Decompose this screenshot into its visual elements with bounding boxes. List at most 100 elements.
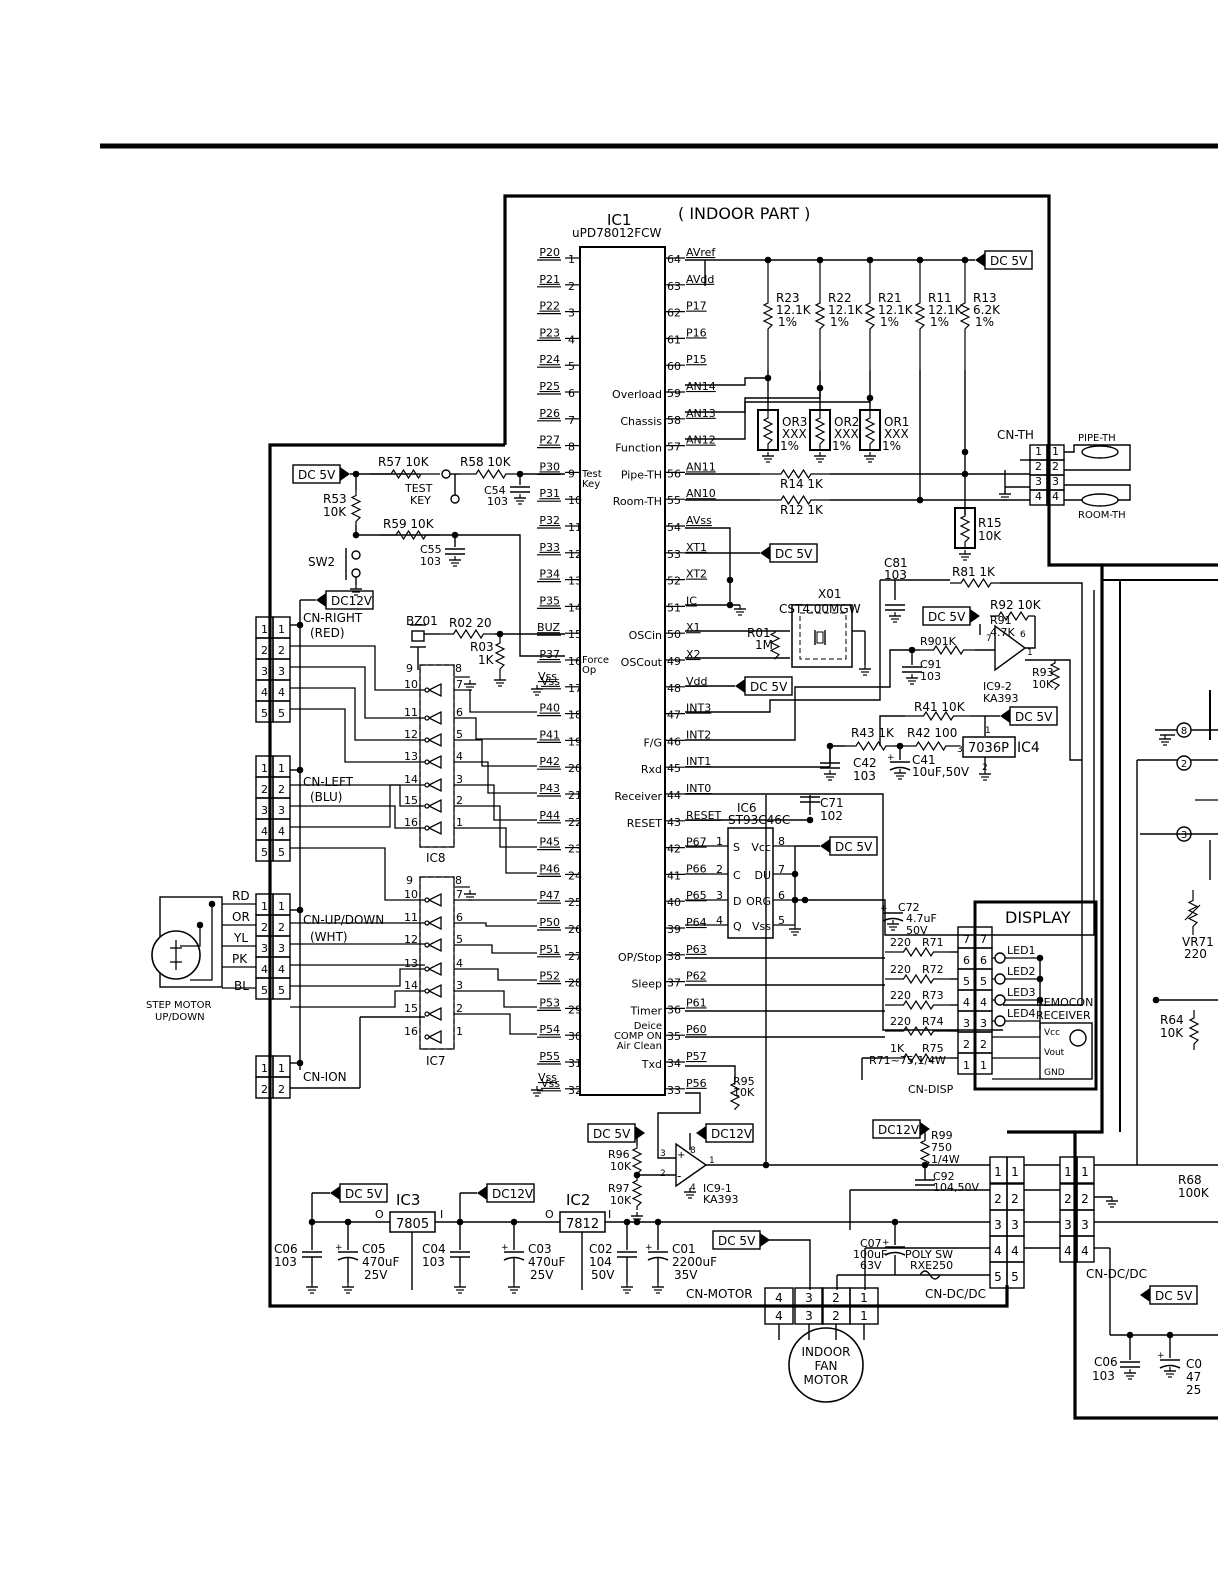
cn-left-pin-label: 3 <box>261 804 268 817</box>
r43 <box>845 740 895 752</box>
dc5v-tag-ic92: DC 5V <box>928 610 966 624</box>
cn-left-pin-label: 3 <box>278 804 285 817</box>
wire <box>290 990 425 1008</box>
ic4-part: 7036P <box>968 741 1009 756</box>
ic9-1-ref: IC9-1 <box>703 1182 732 1195</box>
dc5v-tag-ic3 <box>339 1183 388 1203</box>
ic1-pin-label: P52 <box>539 970 560 983</box>
pipe-thermistor <box>1081 445 1119 459</box>
cn-th-label: CN-TH <box>997 428 1034 442</box>
junction-dot <box>791 870 799 878</box>
ic1-pin-label: P62 <box>686 970 707 983</box>
ic3-part: 7805 <box>396 1217 429 1232</box>
cn-dcdc-pin: 2 <box>1011 1192 1019 1206</box>
wire <box>290 666 425 719</box>
r91-ref: R91 <box>990 614 1012 627</box>
ic1-pin-number: 24 <box>568 869 582 882</box>
ic7-out-pin: 10 <box>404 888 418 901</box>
ic1-pin-label: AVref <box>686 246 716 259</box>
ic1-deice: Deice <box>634 1021 662 1032</box>
cn-ion-pin-label: 2 <box>261 1083 268 1096</box>
cn-left-pin-label: 4 <box>278 825 285 838</box>
ic1-pin-number: 10 <box>568 494 582 507</box>
c41-ref: C41 <box>912 753 936 767</box>
ic1-pin-number: 11 <box>568 521 582 534</box>
rp-c06-value: 103 <box>1092 1369 1115 1383</box>
ic7-out-pin: 15 <box>404 1002 418 1015</box>
cn-motor-pin: 4 <box>775 1291 783 1305</box>
dc5v-tag-ic3: DC 5V <box>345 1187 383 1201</box>
ic1-pin-number: 2 <box>568 280 575 293</box>
ic4-body <box>962 736 1016 758</box>
ic1-pin-number: 57 <box>667 441 681 454</box>
rp-cn-pin: 4 <box>1081 1244 1089 1258</box>
ic1-pin-number: 5 <box>568 360 575 373</box>
ic8-pin: 9 <box>406 662 413 675</box>
ic1-pin-number: 40 <box>667 896 681 909</box>
r95 <box>729 1080 741 1110</box>
wire <box>685 793 1003 1031</box>
resistor-tolerance: 1% <box>778 315 797 329</box>
capacitor-ref: C02 <box>589 1242 613 1256</box>
cn-right-pin-label: 5 <box>261 707 268 720</box>
wire <box>454 968 537 981</box>
ic1-pin-number: 54 <box>667 521 681 534</box>
c92-ref: C92 <box>933 1170 955 1183</box>
junction-dot <box>916 496 924 504</box>
x01-crystal <box>816 631 824 644</box>
ic7-out-pin: 11 <box>404 911 418 924</box>
wire <box>290 805 425 829</box>
r93-value: 10K <box>1032 678 1054 691</box>
dc5v-tag-xt1: DC 5V <box>775 547 813 561</box>
ic1-pin-label: P60 <box>686 1023 707 1036</box>
wire <box>1000 582 1083 1006</box>
c72-ref: C72 <box>898 901 920 914</box>
ic1-test-key: Test <box>581 469 602 480</box>
resistor-value: 6.2K <box>973 303 1001 317</box>
dc5v-tag-vdd <box>744 676 793 696</box>
cn-th-pin-label: 3 <box>1035 475 1042 488</box>
cn-right-color: (RED) <box>310 626 345 640</box>
x01-inner <box>799 612 847 660</box>
ic1-pin-label: P51 <box>539 943 560 956</box>
display-resistor-ref: R75 <box>922 1042 944 1055</box>
cn-updown-box <box>272 977 291 1000</box>
remocon-label: RECEIVER <box>1036 1009 1091 1022</box>
dc12v-tag-ic91: DC12V <box>711 1127 753 1141</box>
cn-motor-pin: 2 <box>832 1309 840 1323</box>
cn-right-pin-label: 2 <box>261 644 268 657</box>
rp-dc5v-tag: DC 5V <box>1155 1289 1193 1303</box>
resistor-ref: R23 <box>776 291 800 305</box>
r99-rating: 1/4W <box>931 1153 960 1166</box>
ic1-pin-function: RESET <box>627 817 663 830</box>
cn-right-pin-label: 3 <box>261 665 268 678</box>
junction-dot <box>633 1218 641 1226</box>
ic1-pin-label: P16 <box>686 326 707 339</box>
rp-circled-8 <box>1176 722 1192 738</box>
ic6-pin-num: 4 <box>716 914 723 927</box>
cn-left-pin-label: 1 <box>278 762 285 775</box>
wire <box>454 784 537 821</box>
inverter-buffer <box>427 892 442 908</box>
r53-ref: R53 <box>323 492 347 506</box>
sw2-contact <box>351 550 361 560</box>
junction-dot <box>801 896 809 904</box>
supply-arrow <box>760 546 770 560</box>
ic8-out-pin: 16 <box>404 816 418 829</box>
c07-ref: C07 <box>860 1237 882 1250</box>
polarity-plus: + <box>880 904 888 914</box>
supply-arrow <box>340 467 350 481</box>
cn-updown-pin-label: 5 <box>261 984 268 997</box>
ic1-pin-function: Function <box>615 442 662 455</box>
ic1-pin-number: 19 <box>568 735 582 748</box>
junction-dot <box>726 576 734 584</box>
cn-disp-pin-label: 3 <box>980 1017 987 1030</box>
ic1-pin-number: 38 <box>667 950 681 963</box>
polarity-plus: + <box>335 1243 343 1253</box>
ic6-body <box>727 827 774 939</box>
cn-disp-pin-label: 2 <box>980 1038 987 1051</box>
ic1-force-op: Op <box>582 665 596 676</box>
ic1-pin-function: F/G <box>643 736 662 749</box>
ic8-out-pin: 14 <box>404 773 418 786</box>
ic1-pin-label: P31 <box>539 487 560 500</box>
